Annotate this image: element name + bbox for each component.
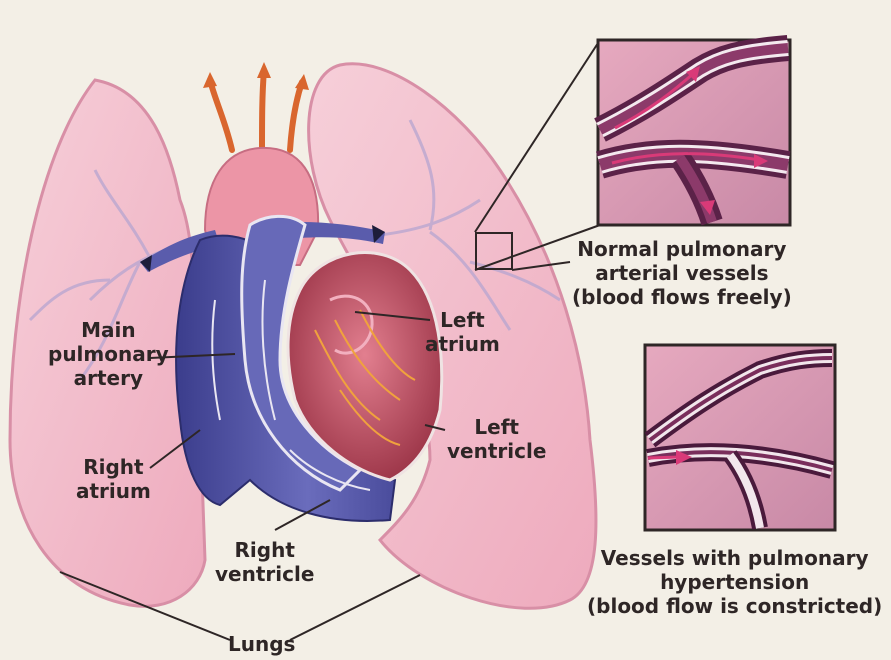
aortic-branches (210, 70, 302, 150)
label-hypertension-vessels: Vessels with pulmonary hypertension (blo… (587, 546, 882, 618)
aortic-arrowheads (203, 62, 309, 90)
label-left-ventricle: Left ventricle (447, 415, 546, 463)
label-lungs: Lungs (228, 632, 295, 656)
inset-normal-vessels (598, 40, 790, 225)
label-left-atrium: Left atrium (425, 308, 500, 356)
label-normal-vessels: Normal pulmonary arterial vessels (blood… (572, 237, 792, 309)
label-right-ventricle: Right ventricle (215, 538, 314, 586)
label-main-pulmonary-artery: Main pulmonary artery (48, 318, 169, 390)
inset-constricted-vessels (645, 345, 835, 530)
label-right-atrium: Right atrium (76, 455, 151, 503)
